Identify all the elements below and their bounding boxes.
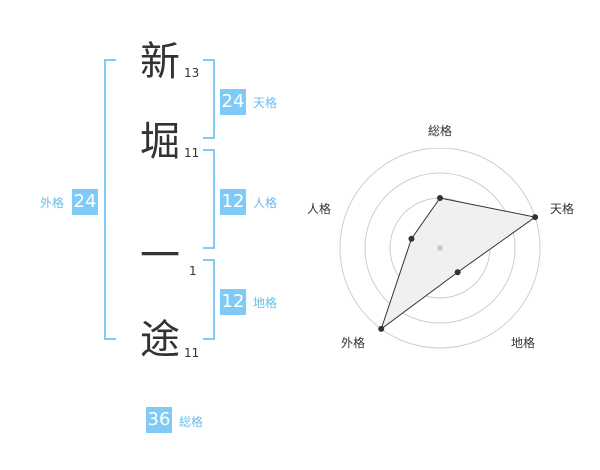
name-char-2: 堀 (140, 119, 180, 165)
stroke-count-4: 11 (184, 346, 200, 360)
jinkaku-bracket (203, 149, 215, 249)
tenkaku-value: 24 (220, 89, 246, 115)
radar-point (408, 235, 415, 242)
radar-label-jinkaku: 人格 (307, 202, 332, 216)
radar-center-dot (437, 245, 443, 251)
radar-ring (364, 172, 516, 324)
radar-area (380, 197, 537, 331)
chikaku-bracket (203, 259, 215, 340)
stroke-count-1: 13 (184, 66, 200, 80)
soukaku-label: 総格 (179, 415, 204, 429)
chikaku-label: 地格 (253, 296, 278, 310)
radar-label-tenkaku: 天格 (550, 202, 575, 216)
radar-label-gaikaku: 外格 (341, 336, 366, 350)
radar-point (454, 269, 461, 276)
soukaku-value: 36 (146, 407, 172, 433)
tenkaku-label: 天格 (253, 96, 278, 110)
gaikaku-label: 外格 (40, 196, 65, 210)
radar-point (437, 195, 443, 201)
gaikaku-bracket (104, 59, 116, 340)
stroke-count-2: 11 (184, 146, 200, 160)
gaikaku-value: 24 (72, 189, 98, 215)
radar-chart (339, 148, 541, 349)
radar-label-chikaku: 地格 (511, 336, 536, 350)
chikaku-value: 12 (220, 289, 246, 315)
stroke-count-3: 1 (189, 264, 197, 278)
name-char-1: 新 (140, 39, 180, 85)
name-char-4: 途 (140, 317, 180, 363)
radar-label-soukaku: 総格 (428, 124, 453, 138)
radar-point (378, 325, 385, 332)
radar-ring (339, 148, 541, 349)
jinkaku-value: 12 (220, 189, 246, 215)
name-char-3: 一 (140, 233, 180, 279)
jinkaku-label: 人格 (253, 196, 278, 210)
tenkaku-bracket (203, 59, 215, 139)
radar-point (532, 214, 539, 221)
